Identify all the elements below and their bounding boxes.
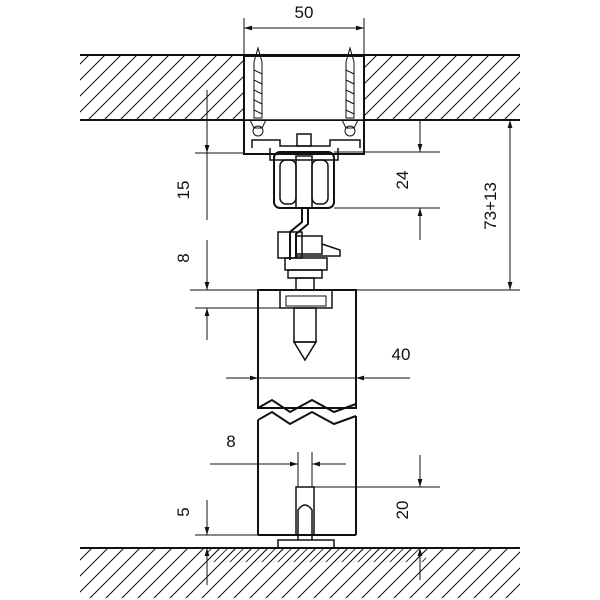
door-bottom-section	[257, 410, 357, 536]
screw-right	[341, 46, 359, 137]
floor	[80, 547, 520, 598]
label-gap: 8	[174, 253, 193, 262]
label-guide-width: 8	[226, 432, 235, 451]
label-track-width: 50	[295, 3, 314, 22]
dimension-lines	[190, 18, 520, 585]
hanging-bolt	[277, 231, 341, 291]
ceiling	[80, 54, 520, 121]
roller-carriage	[273, 133, 335, 260]
label-guide-depth: 20	[393, 501, 412, 520]
label-floor-gap: 5	[174, 507, 193, 516]
label-door-thickness: 40	[392, 345, 411, 364]
dimension-labels: 50 15 24 73+13 8 40 8 5 20	[174, 3, 500, 519]
floor-guide	[277, 504, 335, 549]
label-total-height: 73+13	[481, 182, 500, 230]
label-mount-height: 15	[174, 181, 193, 200]
screw-left	[249, 46, 267, 137]
label-track-height: 24	[393, 171, 412, 190]
top-track	[243, 46, 365, 161]
door-top-section	[257, 289, 357, 414]
